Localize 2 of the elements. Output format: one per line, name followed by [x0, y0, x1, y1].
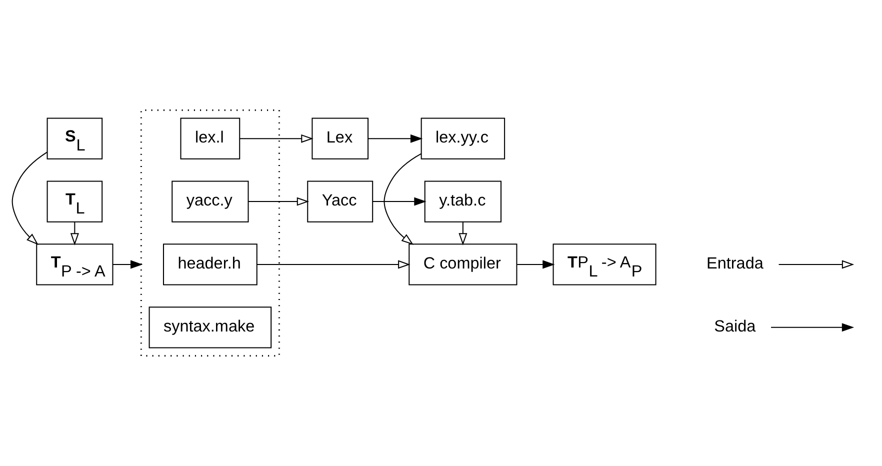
legend-label: Entrada — [706, 254, 764, 272]
legend-label: Saida — [714, 317, 756, 336]
